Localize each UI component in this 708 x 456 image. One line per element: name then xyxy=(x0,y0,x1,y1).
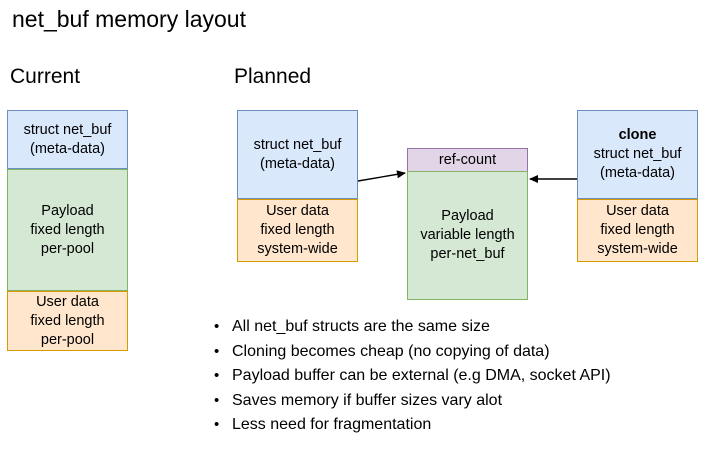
list-item: Less need for fragmentation xyxy=(210,413,611,438)
planned-user-data-box: User data fixed length system-wide xyxy=(237,199,358,262)
refcount-label: ref-count xyxy=(438,151,497,168)
benefits-list: All net_buf structs are the same size Cl… xyxy=(210,315,611,438)
current-payload-box: Payload fixed length per-pool xyxy=(7,169,128,291)
shared-payload-line3: per-net_buf xyxy=(430,246,505,262)
clone-label: clone xyxy=(618,127,657,143)
current-struct-netbuf-line2: (meta-data) xyxy=(30,140,105,157)
column-heading-current: Current xyxy=(10,65,81,88)
arrow-netbuf-to-payload xyxy=(357,170,406,182)
refcount-box: ref-count xyxy=(407,148,528,172)
current-payload-line2: fixed length xyxy=(30,221,105,238)
clone-user-data-line3: system-wide xyxy=(597,241,678,257)
clone-struct-netbuf-line1: struct net_buf xyxy=(593,146,682,162)
clone-user-data-line2: fixed length xyxy=(600,222,675,238)
current-payload-line1: Payload xyxy=(41,202,94,219)
page-title: net_buf memory layout xyxy=(12,6,246,32)
planned-user-data-line1: User data xyxy=(266,203,329,219)
planned-user-data-line3: system-wide xyxy=(257,241,338,257)
current-struct-netbuf-box: struct net_buf (meta-data) xyxy=(7,110,128,169)
current-struct-netbuf-line1: struct net_buf xyxy=(23,121,112,138)
list-item: Saves memory if buffer sizes vary alot xyxy=(210,389,611,414)
list-item: Payload buffer can be external (e.g DMA,… xyxy=(210,364,611,389)
column-heading-planned: Planned xyxy=(234,65,312,88)
current-user-data-line2: fixed length xyxy=(30,312,105,329)
planned-user-data-line2: fixed length xyxy=(260,222,335,238)
clone-user-data-box: User data fixed length system-wide xyxy=(577,199,698,262)
shared-payload-line2: variable length xyxy=(420,227,515,243)
current-user-data-line3: per-pool xyxy=(40,331,95,348)
shared-payload-box: Payload variable length per-net_buf xyxy=(407,171,528,300)
planned-struct-netbuf-line2: (meta-data) xyxy=(260,155,335,172)
list-item: All net_buf structs are the same size xyxy=(210,315,611,340)
clone-struct-netbuf-box: clone struct net_buf (meta-data) xyxy=(577,110,698,199)
planned-struct-netbuf-box: struct net_buf (meta-data) xyxy=(237,110,358,199)
clone-struct-netbuf-line2: (meta-data) xyxy=(600,165,675,181)
clone-user-data-line1: User data xyxy=(606,203,669,219)
shared-payload-line1: Payload xyxy=(441,208,494,224)
planned-struct-netbuf-line1: struct net_buf xyxy=(253,136,342,153)
current-user-data-box: User data fixed length per-pool xyxy=(7,291,128,351)
current-user-data-line1: User data xyxy=(36,293,99,310)
list-item: Cloning becomes cheap (no copying of dat… xyxy=(210,340,611,365)
current-payload-line3: per-pool xyxy=(40,240,95,257)
